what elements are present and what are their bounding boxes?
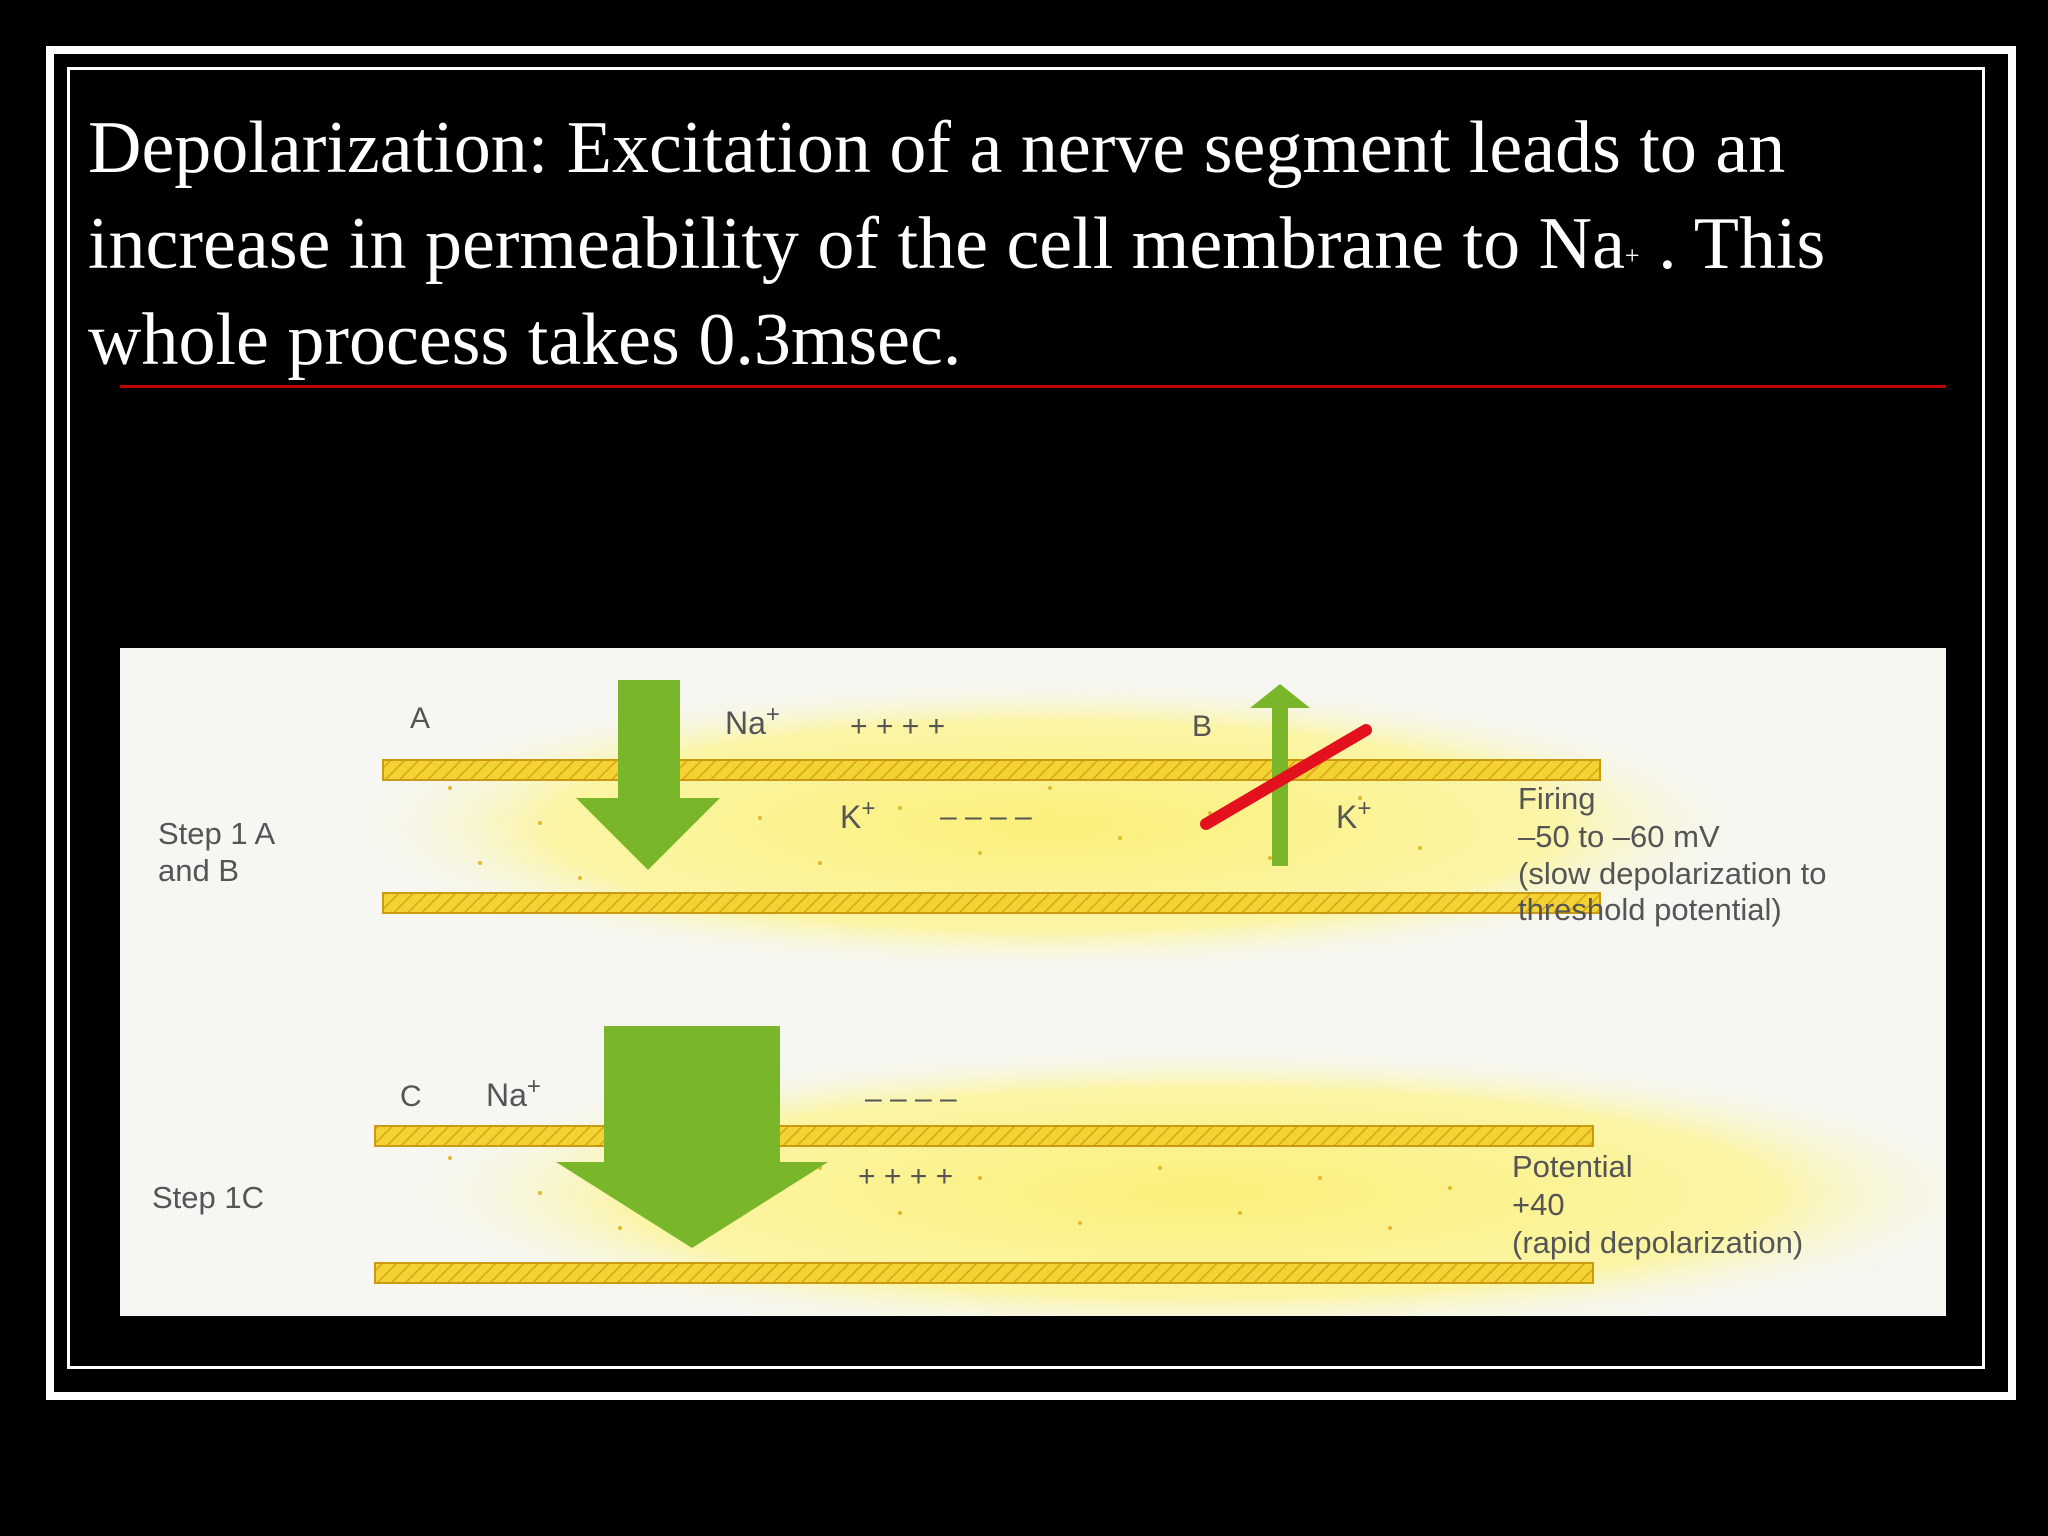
na-influx-arrow-step1 bbox=[576, 680, 720, 870]
title-underline bbox=[120, 385, 1946, 388]
plus-charges-step1: + + + + bbox=[850, 710, 945, 743]
step2-desc-line3: (rapid depolarization) bbox=[1512, 1225, 1803, 1260]
marker-b: B bbox=[1192, 710, 1212, 743]
step2-label: Step 1C bbox=[152, 1180, 264, 1215]
step1-label-line2: and B bbox=[158, 853, 239, 888]
step1-desc-line3: (slow depolarization to bbox=[1518, 856, 1826, 891]
k-label-right: K+ bbox=[1336, 795, 1371, 835]
step1-label-line1: Step 1 A bbox=[158, 816, 276, 851]
step1-desc-line2: –50 to –60 mV bbox=[1518, 819, 1720, 854]
step2-desc-line1: Potential bbox=[1512, 1149, 1633, 1184]
k-label-left: K+ bbox=[840, 795, 875, 835]
membrane-step1-bottom bbox=[382, 892, 1601, 914]
na-label-step2: Na+ bbox=[486, 1073, 541, 1113]
slide-title: Depolarization: Excitation of a nerve se… bbox=[88, 100, 1968, 388]
depolarization-diagram: A Na+ + + + + B K+ – – – – K+ Step 1 A a… bbox=[120, 648, 1946, 1316]
na-label-step1: Na+ bbox=[725, 701, 780, 741]
blocked-k-channel-mark bbox=[1200, 724, 1372, 830]
slide-outer-border bbox=[46, 46, 2016, 1400]
title-line-3: whole process takes 0.3msec. bbox=[88, 299, 962, 381]
step2-desc-line2: +40 bbox=[1512, 1187, 1565, 1222]
title-line-1: Depolarization: Excitation of a nerve se… bbox=[88, 107, 1786, 189]
title-line-2: increase in permeability of the cell mem… bbox=[88, 203, 1826, 285]
membrane-step2-bottom bbox=[374, 1262, 1594, 1284]
marker-c: C bbox=[400, 1080, 422, 1113]
na-influx-arrow-step2 bbox=[556, 1026, 828, 1248]
ion-dots bbox=[448, 776, 1452, 1230]
minus-charges-step2: – – – – bbox=[865, 1082, 957, 1115]
membrane-step2-top bbox=[374, 1125, 1594, 1147]
membrane-step1-top bbox=[382, 759, 1601, 781]
diagram-svg: A Na+ + + + + B K+ – – – – K+ Step 1 A a… bbox=[152, 676, 1946, 1316]
slide-inner-border bbox=[67, 67, 1985, 1369]
minus-charges-step1: – – – – bbox=[940, 800, 1032, 833]
marker-a: A bbox=[410, 702, 430, 735]
plus-charges-step2: + + + + bbox=[858, 1160, 953, 1193]
step1-desc-line4: threshold potential) bbox=[1518, 892, 1782, 927]
step1-desc-line1: Firing bbox=[1518, 781, 1596, 816]
